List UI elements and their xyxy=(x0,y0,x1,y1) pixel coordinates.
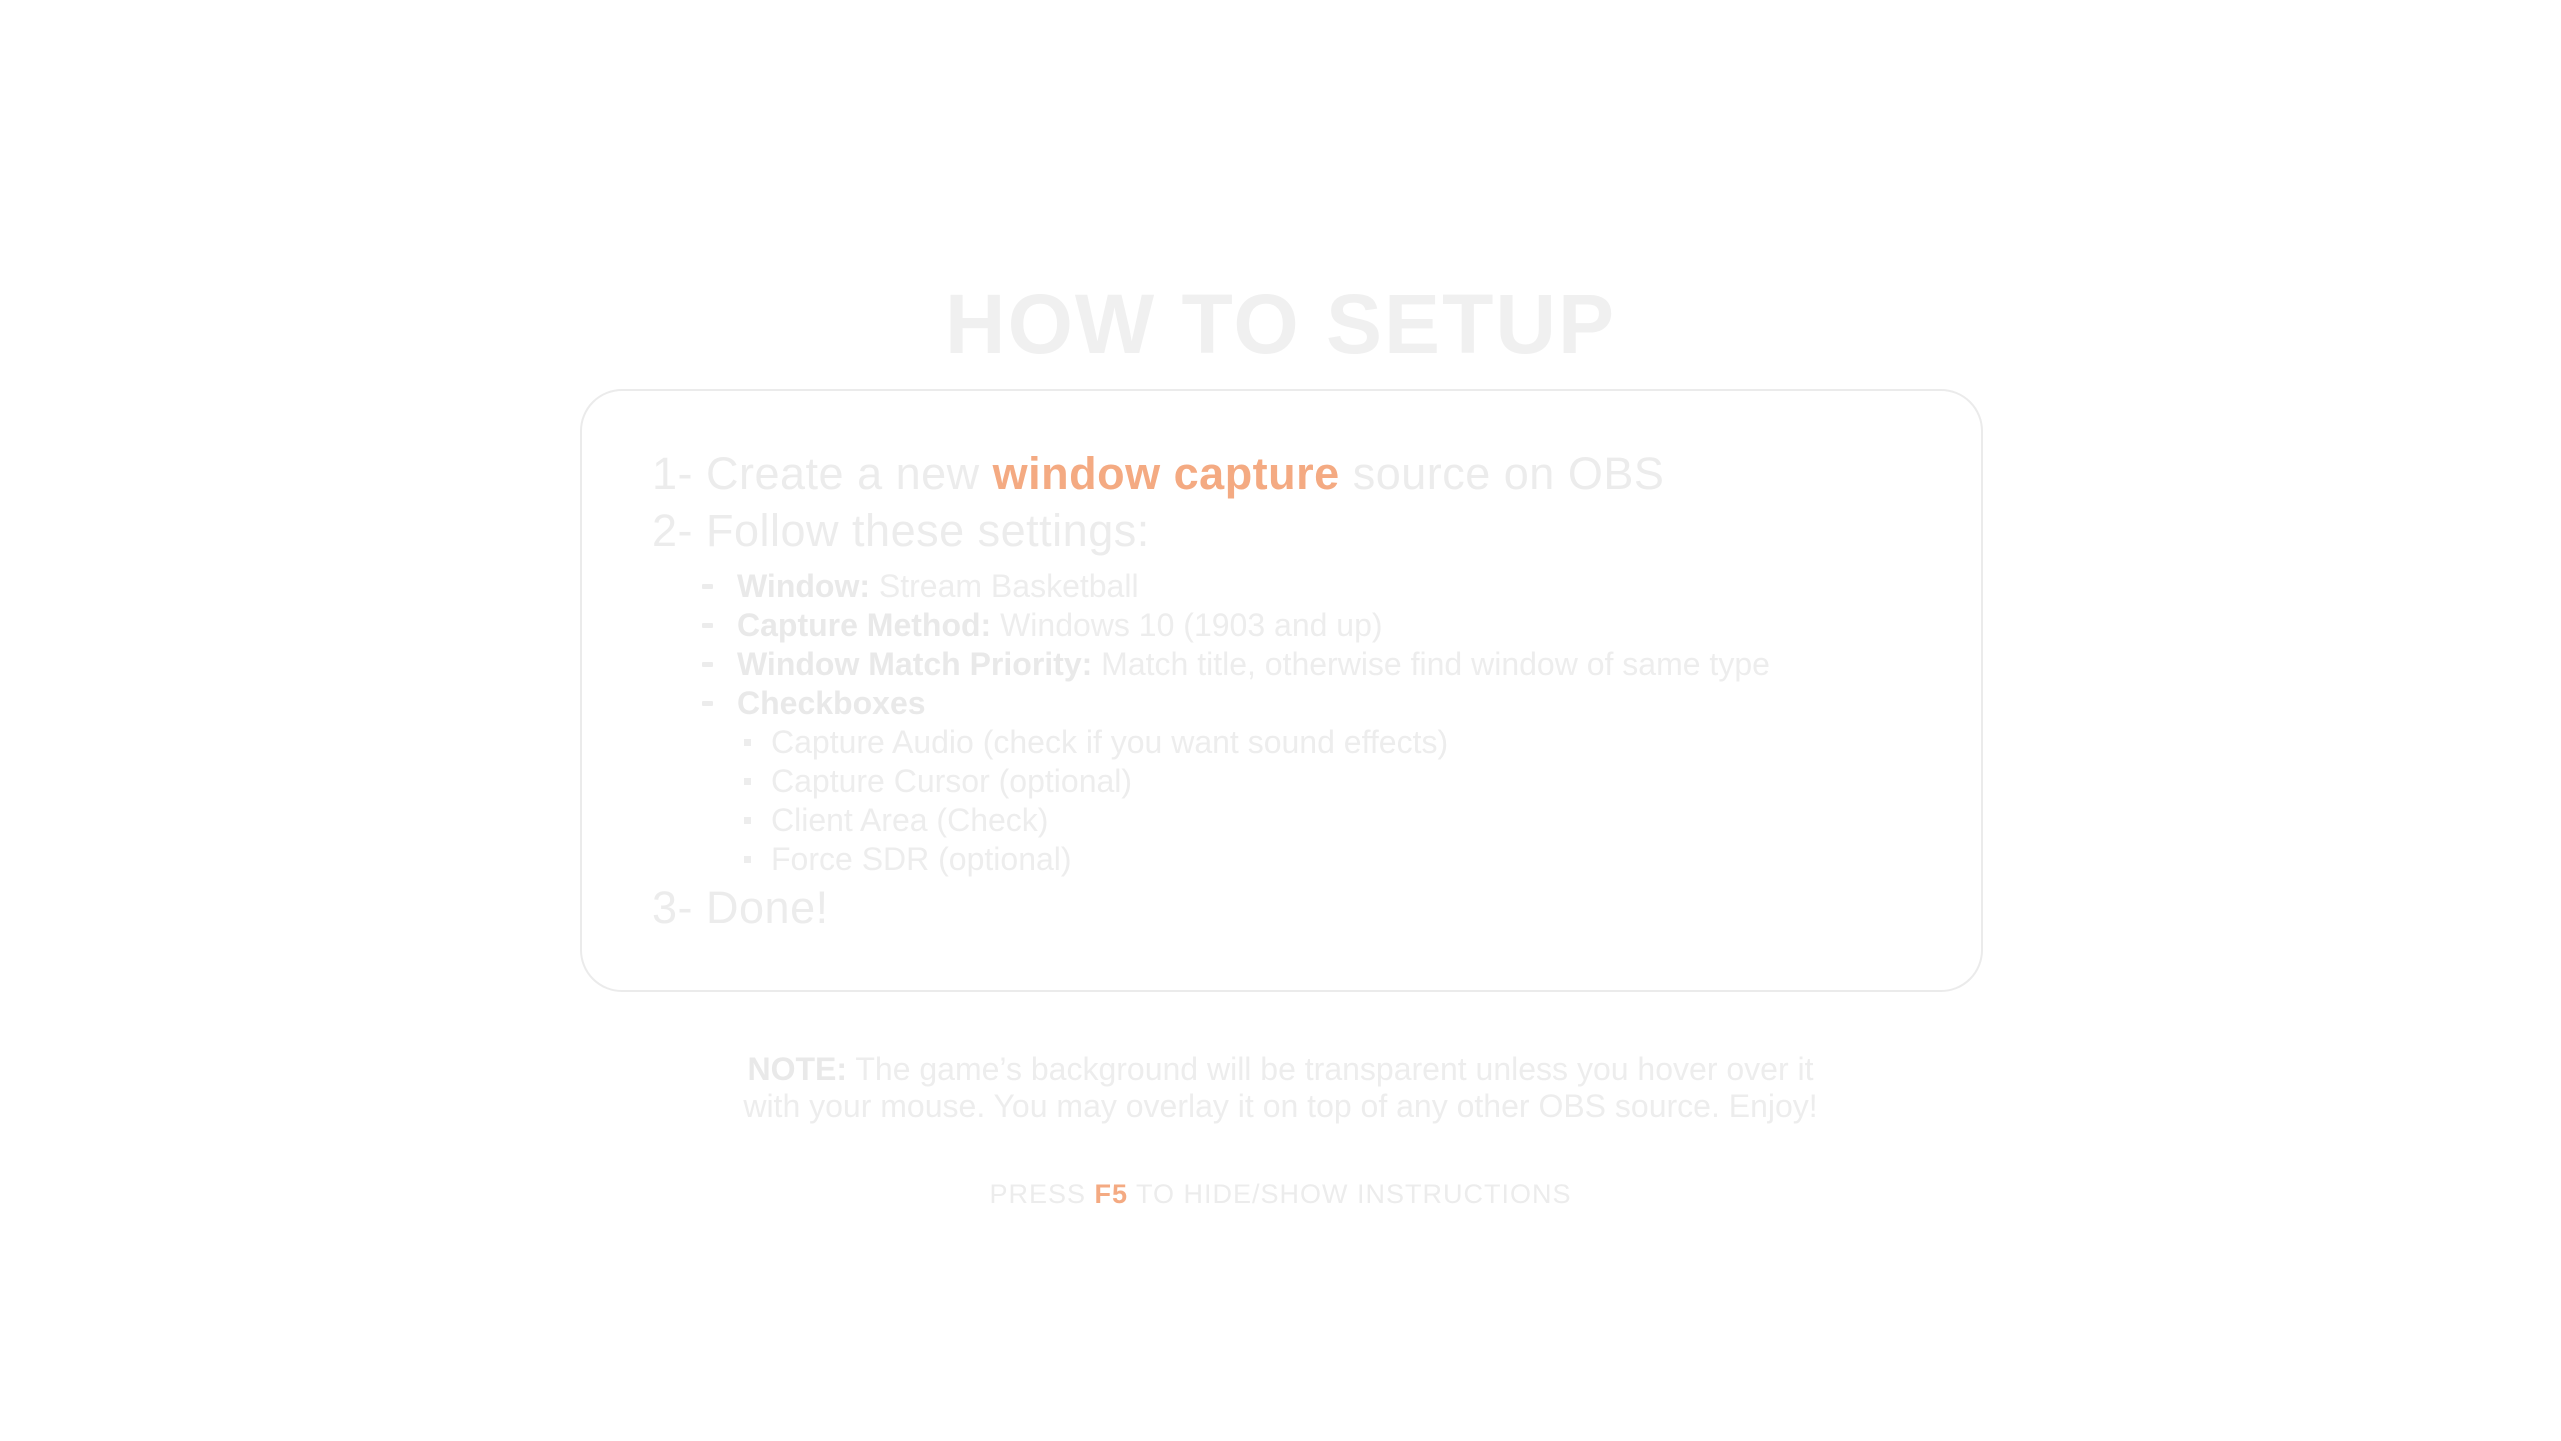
note-line-1: NOTE: The game’s background will be tran… xyxy=(0,1051,2561,1088)
setting-checkboxes-label: Checkboxes xyxy=(737,685,926,721)
instructions-box: 1- Create a new window capture source on… xyxy=(580,389,1983,992)
setting-capture-method-value: Windows 10 (1903 and up) xyxy=(991,607,1383,643)
step-1-suffix: source on OBS xyxy=(1339,448,1665,499)
press-f5-hint: PRESS F5 TO HIDE/SHOW INSTRUCTIONS xyxy=(0,1179,2561,1210)
press-key-f5: F5 xyxy=(1094,1179,1129,1209)
step-3: 3- Done! xyxy=(652,882,829,933)
setting-window-label: Window: xyxy=(737,568,870,604)
checkbox-capture-audio: Capture Audio (check if you want sound e… xyxy=(737,723,1911,762)
checkbox-capture-cursor: Capture Cursor (optional) xyxy=(737,762,1911,801)
setting-capture-method-label: Capture Method: xyxy=(737,607,992,643)
note-text-1: The game’s background will be transparen… xyxy=(847,1051,1814,1087)
setting-window-match-priority-value: Match title, otherwise find window of sa… xyxy=(1092,646,1770,682)
checkboxes-list: Capture Audio (check if you want sound e… xyxy=(737,723,1911,879)
checkbox-client-area: Client Area (Check) xyxy=(737,801,1911,840)
setting-window-value: Stream Basketball xyxy=(870,568,1139,604)
press-suffix: TO HIDE/SHOW INSTRUCTIONS xyxy=(1128,1179,1572,1209)
setting-window: Window: Stream Basketball xyxy=(652,567,1911,606)
checkbox-force-sdr: Force SDR (optional) xyxy=(737,840,1911,879)
setting-capture-method: Capture Method: Windows 10 (1903 and up) xyxy=(652,606,1911,645)
setting-window-match-priority: Window Match Priority: Match title, othe… xyxy=(652,645,1911,684)
page-title: HOW TO SETUP xyxy=(944,277,1617,372)
setting-checkboxes: Checkboxes Capture Audio (check if you w… xyxy=(652,684,1911,879)
note: NOTE: The game’s background will be tran… xyxy=(0,1051,2561,1125)
settings-list: Window: Stream Basketball Capture Method… xyxy=(652,567,1911,879)
step-1-highlight: window capture xyxy=(992,448,1340,499)
step-2: 2- Follow these settings: xyxy=(652,505,1150,556)
step-1-prefix: 1- Create a new xyxy=(652,448,993,499)
step-1: 1- Create a new window capture source on… xyxy=(652,445,1911,502)
note-line-2: with your mouse. You may overlay it on t… xyxy=(743,1088,1818,1124)
note-label: NOTE: xyxy=(747,1051,848,1087)
press-prefix: PRESS xyxy=(989,1179,1095,1209)
setting-window-match-priority-label: Window Match Priority: xyxy=(737,646,1093,682)
